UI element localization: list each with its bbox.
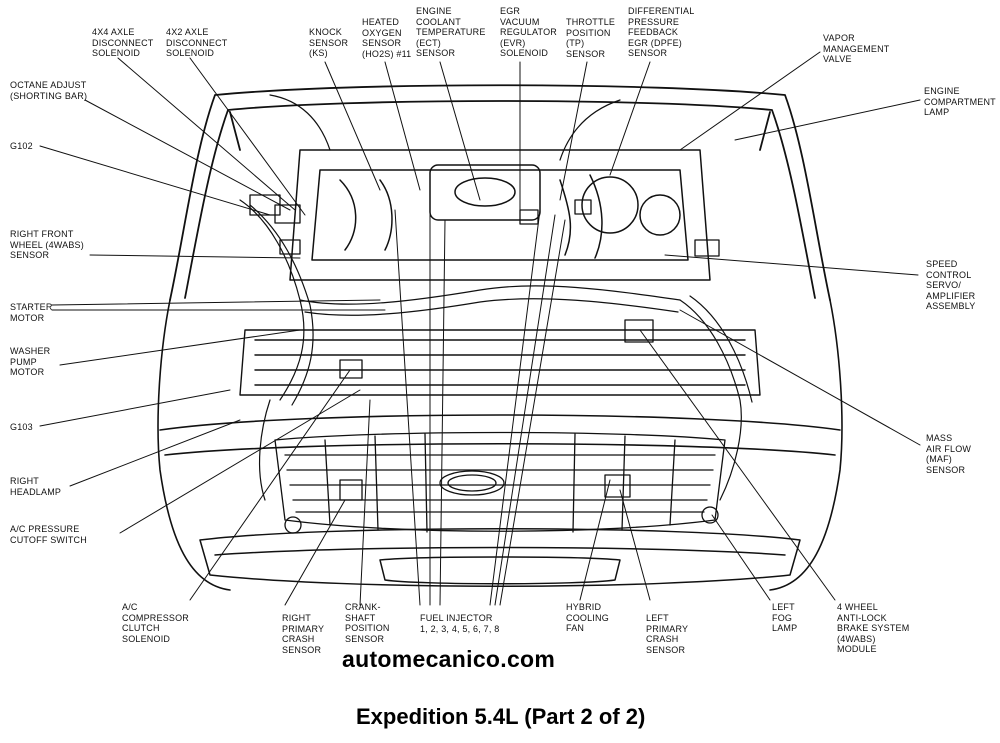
bumper [199, 528, 801, 587]
label-right-primary-crash-sensor: RIGHT PRIMARY CRASH SENSOR [282, 613, 325, 655]
label-right-front-wheel-sensor: RIGHT FRONT WHEEL (4WABS) SENSOR [10, 229, 84, 260]
grille [274, 431, 726, 533]
components [249, 194, 720, 534]
label-4x2-axle-disconnect-solenoid: 4X2 AXLE DISCONNECT SOLENOID [166, 27, 228, 58]
label-left-primary-crash-sensor: LEFT PRIMARY CRASH SENSOR [646, 613, 689, 655]
label-heated-oxygen-sensor: HEATED OXYGEN SENSOR (HO2S) #11 [362, 17, 412, 59]
label-right-headlamp: RIGHT HEADLAMP [10, 476, 62, 497]
label-g102: G102 [10, 141, 33, 151]
label-fuel-injector: FUEL INJECTOR 1, 2, 3, 4, 5, 6, 7, 8 [420, 613, 500, 634]
label-hybrid-cooling-fan: HYBRID COOLING FAN [566, 602, 609, 633]
label-4wabs-module: 4 WHEEL ANTI-LOCK BRAKE SYSTEM (4WABS) M… [837, 602, 910, 654]
label-engine-compartment-lamp: ENGINE COMPARTMENT LAMP [924, 86, 996, 117]
label-starter-motor: STARTER MOTOR [10, 302, 53, 323]
label-egr-vacuum-regulator-solenoid: EGR VACUUM REGULATOR (EVR) SOLENOID [500, 6, 557, 58]
radiator [239, 329, 761, 396]
label-mass-air-flow-sensor: MASS AIR FLOW (MAF) SENSOR [926, 433, 972, 475]
leader-lines [39, 51, 921, 606]
label-dpfe-sensor: DIFFERENTIAL PRESSURE FEEDBACK EGR (DPFE… [628, 6, 695, 58]
engine-block [289, 149, 711, 281]
label-left-fog-lamp: LEFT FOG LAMP [772, 602, 798, 633]
label-ac-pressure-cutoff-switch: A/C PRESSURE CUTOFF SWITCH [10, 524, 87, 545]
label-crankshaft-position-sensor: CRANK- SHAFT POSITION SENSOR [345, 602, 390, 644]
label-4x4-axle-disconnect-solenoid: 4X4 AXLE DISCONNECT SOLENOID [92, 27, 154, 58]
page-title: Expedition 5.4L (Part 2 of 2) [356, 704, 646, 729]
label-ac-compressor-clutch-solenoid: A/C COMPRESSOR CLUTCH SOLENOID [122, 602, 190, 644]
label-vapor-management-valve: VAPOR MANAGEMENT VALVE [823, 33, 890, 64]
wiring-harness [239, 94, 753, 501]
label-throttle-position-sensor: THROTTLE POSITION (TP) SENSOR [566, 17, 616, 59]
label-octane-adjust: OCTANE ADJUST (SHORTING BAR) [10, 80, 88, 101]
hood-outline [169, 84, 831, 301]
label-washer-pump-motor: WASHER PUMP MOTOR [10, 346, 51, 377]
label-speed-control-servo: SPEED CONTROL SERVO/ AMPLIFIER ASSEMBLY [926, 259, 976, 311]
label-knock-sensor: KNOCK SENSOR (KS) [309, 27, 349, 58]
label-g103: G103 [10, 422, 33, 432]
site-watermark: automecanico.com [342, 646, 556, 672]
label-engine-coolant-temperature-sensor: ENGINE COOLANT TEMPERATURE (ECT) SENSOR [416, 6, 486, 58]
